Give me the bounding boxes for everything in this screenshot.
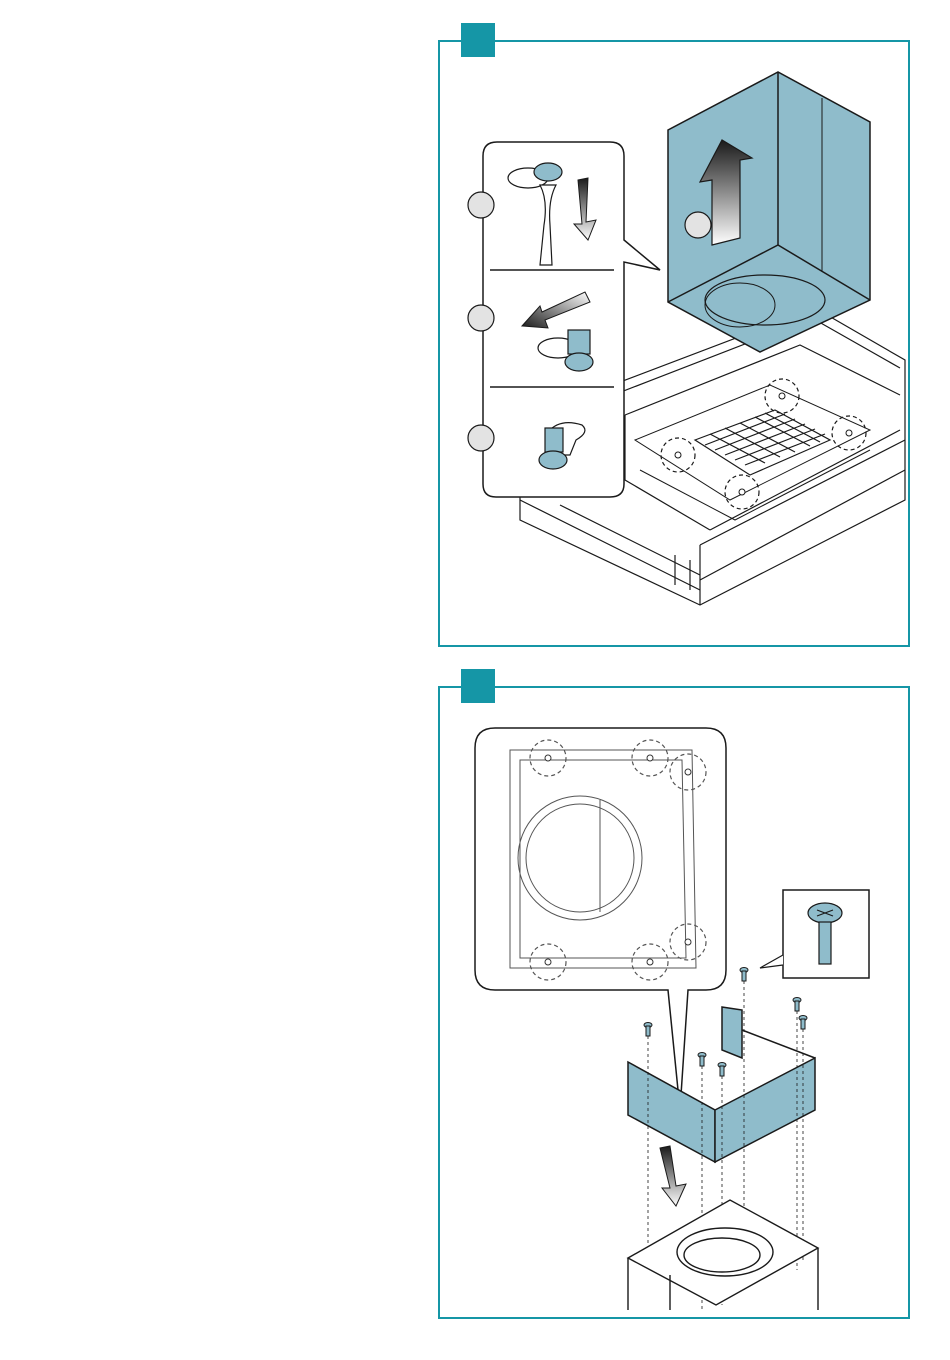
screw-detail-icon: [760, 890, 869, 978]
chimney-body: [628, 1200, 818, 1310]
callout-circle: [468, 425, 494, 451]
callout-circle: [685, 212, 711, 238]
bracket-icon: [628, 1007, 815, 1162]
arrow-down-icon: [660, 1146, 686, 1206]
callout-circle: [468, 192, 494, 218]
callout-circle: [468, 305, 494, 331]
top-view-callout: [475, 728, 726, 1110]
